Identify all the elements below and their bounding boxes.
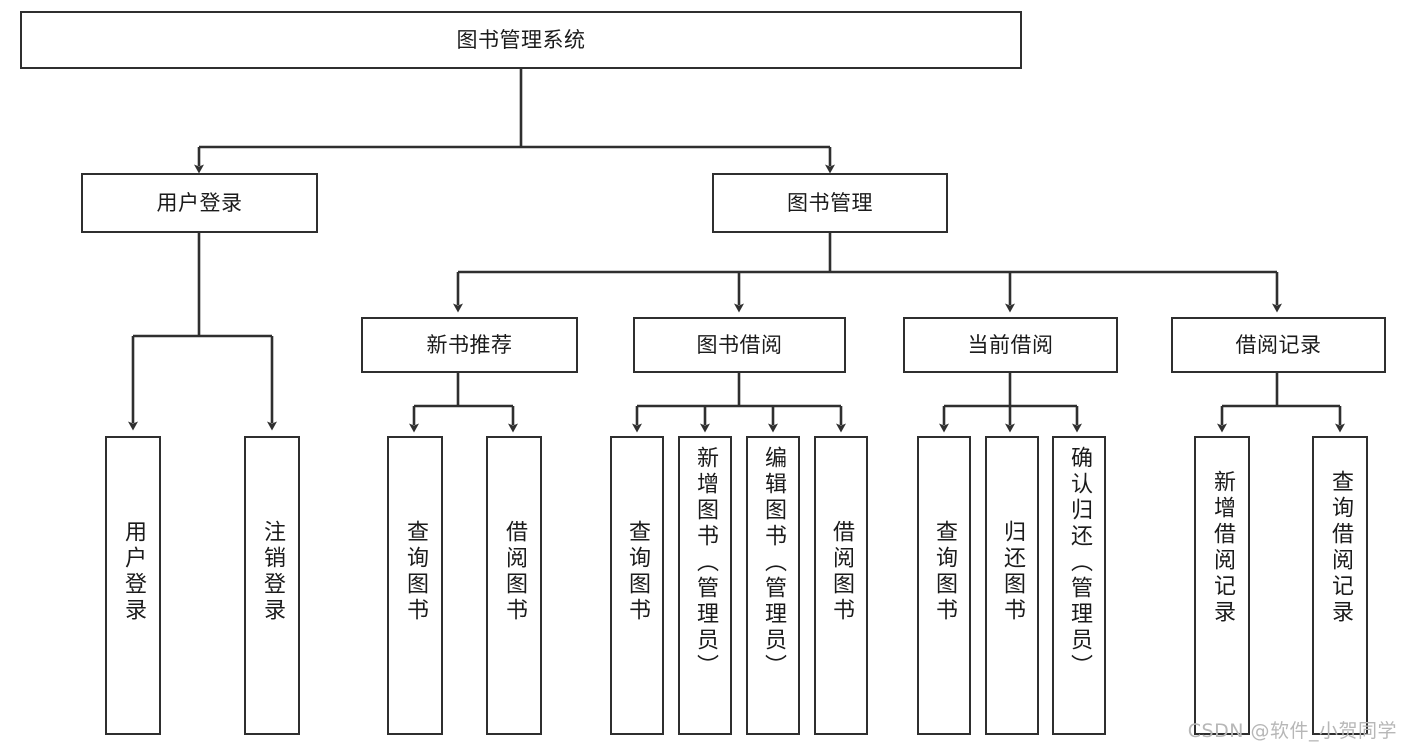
node-book-borrow[interactable]: 图书借阅 — [633, 317, 846, 373]
node-new-book-recommend-label: 新书推荐 — [426, 332, 513, 357]
node-book-borrow-label: 图书借阅 — [696, 332, 783, 357]
node-book-management-label: 图书管理 — [787, 190, 873, 215]
leaf-logout-label: 注销登录 — [260, 520, 285, 624]
leaf-query-borrow-record[interactable]: 查询借阅记录 — [1312, 436, 1368, 735]
leaf-borrow-book-borrow-label: 借阅图书 — [829, 520, 854, 624]
leaf-query-book-newbook[interactable]: 查询图书 — [387, 436, 443, 735]
node-new-book-recommend[interactable]: 新书推荐 — [361, 317, 578, 373]
leaf-add-borrow-record-label: 新增借阅记录 — [1210, 470, 1235, 626]
node-borrow-records[interactable]: 借阅记录 — [1171, 317, 1386, 373]
leaf-borrow-book-borrow[interactable]: 借阅图书 — [814, 436, 868, 735]
watermark-text: CSDN @软件_小贺同学 — [1187, 720, 1397, 742]
leaf-logout[interactable]: 注销登录 — [244, 436, 300, 735]
leaf-add-book-admin-label: 新增图书（管理员） — [693, 446, 718, 680]
leaf-query-book-current[interactable]: 查询图书 — [917, 436, 971, 735]
leaf-edit-book-admin-label: 编辑图书（管理员） — [761, 446, 786, 680]
leaf-user-login[interactable]: 用户登录 — [105, 436, 161, 735]
node-current-borrow-label: 当前借阅 — [967, 332, 1054, 357]
leaf-confirm-return-admin-label: 确认归还（管理员） — [1067, 446, 1092, 680]
leaf-borrow-book-newbook-label: 借阅图书 — [502, 520, 527, 624]
leaf-return-book[interactable]: 归还图书 — [985, 436, 1039, 735]
leaf-add-book-admin[interactable]: 新增图书（管理员） — [678, 436, 732, 735]
leaf-user-login-label: 用户登录 — [121, 520, 146, 624]
leaf-edit-book-admin[interactable]: 编辑图书（管理员） — [746, 436, 800, 735]
node-current-borrow[interactable]: 当前借阅 — [903, 317, 1118, 373]
leaf-query-borrow-record-label: 查询借阅记录 — [1328, 470, 1353, 626]
node-user-login[interactable]: 用户登录 — [81, 173, 318, 233]
leaf-add-borrow-record[interactable]: 新增借阅记录 — [1194, 436, 1250, 735]
leaf-query-book-newbook-label: 查询图书 — [403, 520, 428, 624]
node-book-management[interactable]: 图书管理 — [712, 173, 948, 233]
node-borrow-records-label: 借阅记录 — [1235, 332, 1322, 357]
leaf-borrow-book-newbook[interactable]: 借阅图书 — [486, 436, 542, 735]
node-user-login-label: 用户登录 — [156, 190, 243, 215]
leaf-query-book-borrow[interactable]: 查询图书 — [610, 436, 664, 735]
leaf-query-book-current-label: 查询图书 — [932, 520, 957, 624]
leaf-confirm-return-admin[interactable]: 确认归还（管理员） — [1052, 436, 1106, 735]
leaf-return-book-label: 归还图书 — [1000, 520, 1025, 624]
leaf-query-book-borrow-label: 查询图书 — [625, 520, 650, 624]
node-root[interactable]: 图书管理系统 — [20, 11, 1022, 69]
node-root-label: 图书管理系统 — [456, 27, 586, 52]
